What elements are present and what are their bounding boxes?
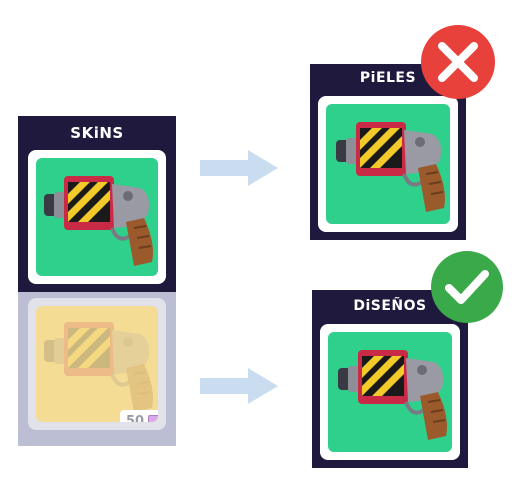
- ray-gun-icon: [336, 348, 449, 442]
- locked-item-card: 50: [18, 292, 176, 446]
- price-value: 50: [125, 413, 145, 423]
- wrong-card-title: PiELES: [359, 70, 417, 86]
- arrow-right-icon: [200, 150, 278, 186]
- wrong-item-background: [326, 104, 450, 224]
- check-icon: [431, 251, 503, 323]
- skins-item-frame[interactable]: [28, 150, 166, 284]
- skins-card: SKiNS: [18, 116, 176, 292]
- cross-icon: [421, 25, 495, 99]
- locked-item-background: 50: [36, 306, 158, 422]
- locked-item-frame[interactable]: 50: [28, 298, 166, 430]
- arrow-right-icon: [200, 368, 278, 404]
- correct-card-title: DiSEÑOS: [353, 298, 427, 314]
- ray-gun-icon: [42, 174, 155, 268]
- wrong-item-frame[interactable]: [318, 96, 458, 232]
- correct-item-frame[interactable]: [320, 324, 460, 460]
- skins-item-background: [36, 158, 158, 276]
- ray-gun-icon: [42, 320, 155, 414]
- correct-item-background: [328, 332, 452, 452]
- correct-translation-card: DiSEÑOS: [312, 290, 468, 468]
- ray-gun-icon: [334, 120, 447, 214]
- skins-card-title: SKiNS: [70, 124, 124, 142]
- ticket-icon: [148, 414, 158, 422]
- price-badge: 50: [120, 410, 158, 422]
